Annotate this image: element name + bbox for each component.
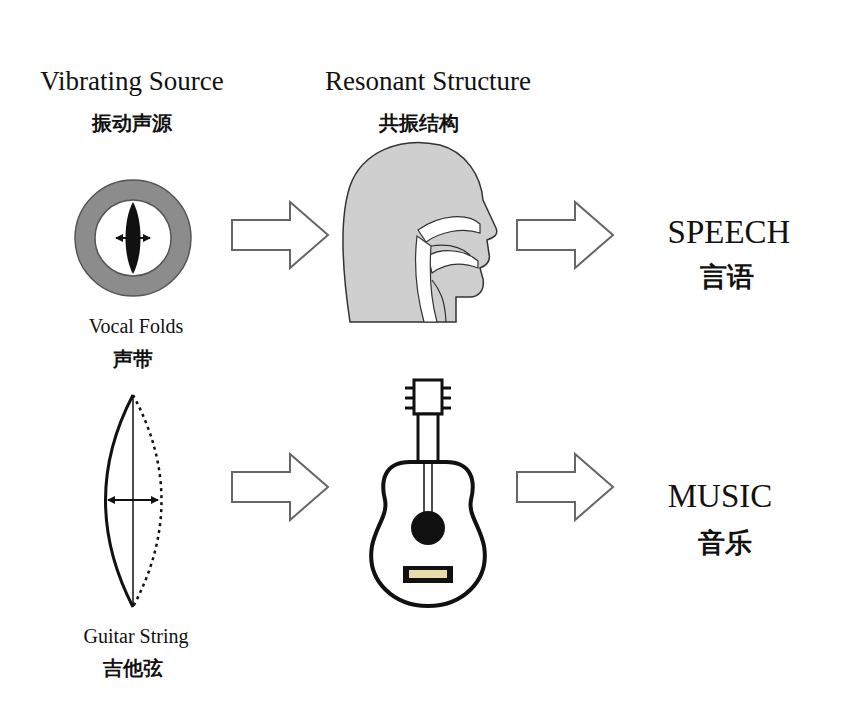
guitar-icon: [371, 380, 485, 606]
guitar-string-icon: [106, 395, 162, 607]
block-arrow: [232, 454, 328, 520]
output-label: MUSIC: [668, 478, 773, 516]
output-label: SPEECH: [668, 214, 791, 252]
vocal-tract-head: [343, 143, 497, 322]
output-label: 音乐: [698, 527, 752, 558]
output-label: 言语: [700, 261, 754, 292]
block-arrow: [517, 454, 613, 520]
part-label: Vocal Folds: [89, 315, 184, 338]
block-arrow: [517, 202, 613, 268]
part-label: 声带: [113, 348, 153, 371]
column-heading: Resonant Structure: [325, 66, 531, 97]
part-label: 吉他弦: [103, 657, 163, 680]
column-heading: 振动声源: [92, 112, 172, 135]
column-heading: 共振结构: [379, 112, 459, 135]
column-heading: Vibrating Source: [40, 66, 224, 97]
vocal-folds-icon: [75, 180, 191, 296]
block-arrow: [232, 202, 328, 268]
part-label: Guitar String: [84, 625, 189, 648]
